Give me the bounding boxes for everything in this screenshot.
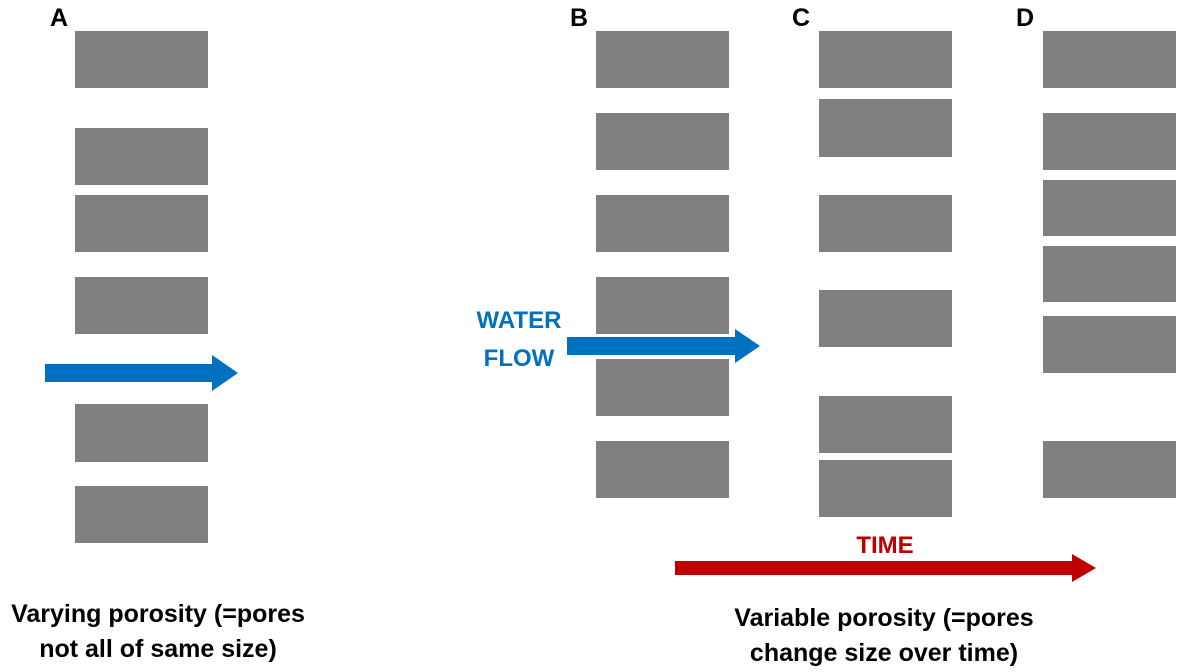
grain-block <box>596 195 729 252</box>
grain-block <box>1043 31 1176 88</box>
time-arrow <box>675 554 1096 582</box>
grain-column-b <box>596 31 729 498</box>
caption-left-line1: Varying porosity (=pores <box>11 600 305 628</box>
grain-block <box>819 290 952 347</box>
water-flow-arrow-a <box>45 355 238 391</box>
time-label: TIME <box>856 532 913 559</box>
panel-letter-c: C <box>792 4 810 32</box>
grain-block <box>1043 180 1176 236</box>
panel-letter-d: D <box>1016 4 1034 32</box>
grain-block <box>819 99 952 157</box>
grain-column-d <box>1043 31 1176 498</box>
grain-block <box>596 277 729 334</box>
grain-block <box>1043 316 1176 373</box>
grain-block <box>75 404 208 462</box>
right-arrow-icon <box>45 355 238 391</box>
caption-right-line2: change size over time) <box>750 639 1018 667</box>
grain-block <box>596 31 729 88</box>
right-arrow-icon <box>675 554 1096 582</box>
panel-letter-a: A <box>50 4 68 32</box>
grain-column-c <box>819 31 952 517</box>
caption-right-line1: Variable porosity (=pores <box>734 604 1033 632</box>
water-flow-label-line1: WATER <box>477 307 562 334</box>
grain-block <box>1043 113 1176 170</box>
water-flow-arrow-b <box>567 329 760 363</box>
grain-block <box>75 195 208 252</box>
grain-block <box>75 31 208 88</box>
grain-block <box>596 113 729 170</box>
grain-block <box>819 31 952 88</box>
water-flow-label-line2: FLOW <box>484 345 555 372</box>
grain-block <box>75 128 208 185</box>
grain-block <box>819 195 952 252</box>
grain-block <box>75 486 208 543</box>
grain-block <box>819 396 952 453</box>
grain-block <box>1043 246 1176 302</box>
grain-block <box>75 277 208 334</box>
grain-block <box>1043 441 1176 498</box>
grain-block <box>819 460 952 517</box>
grain-block <box>596 359 729 416</box>
caption-left-line2: not all of same size) <box>39 635 277 663</box>
panel-letter-b: B <box>570 4 588 32</box>
grain-block <box>596 441 729 498</box>
grain-column-a <box>75 31 208 543</box>
right-arrow-icon <box>567 329 760 363</box>
